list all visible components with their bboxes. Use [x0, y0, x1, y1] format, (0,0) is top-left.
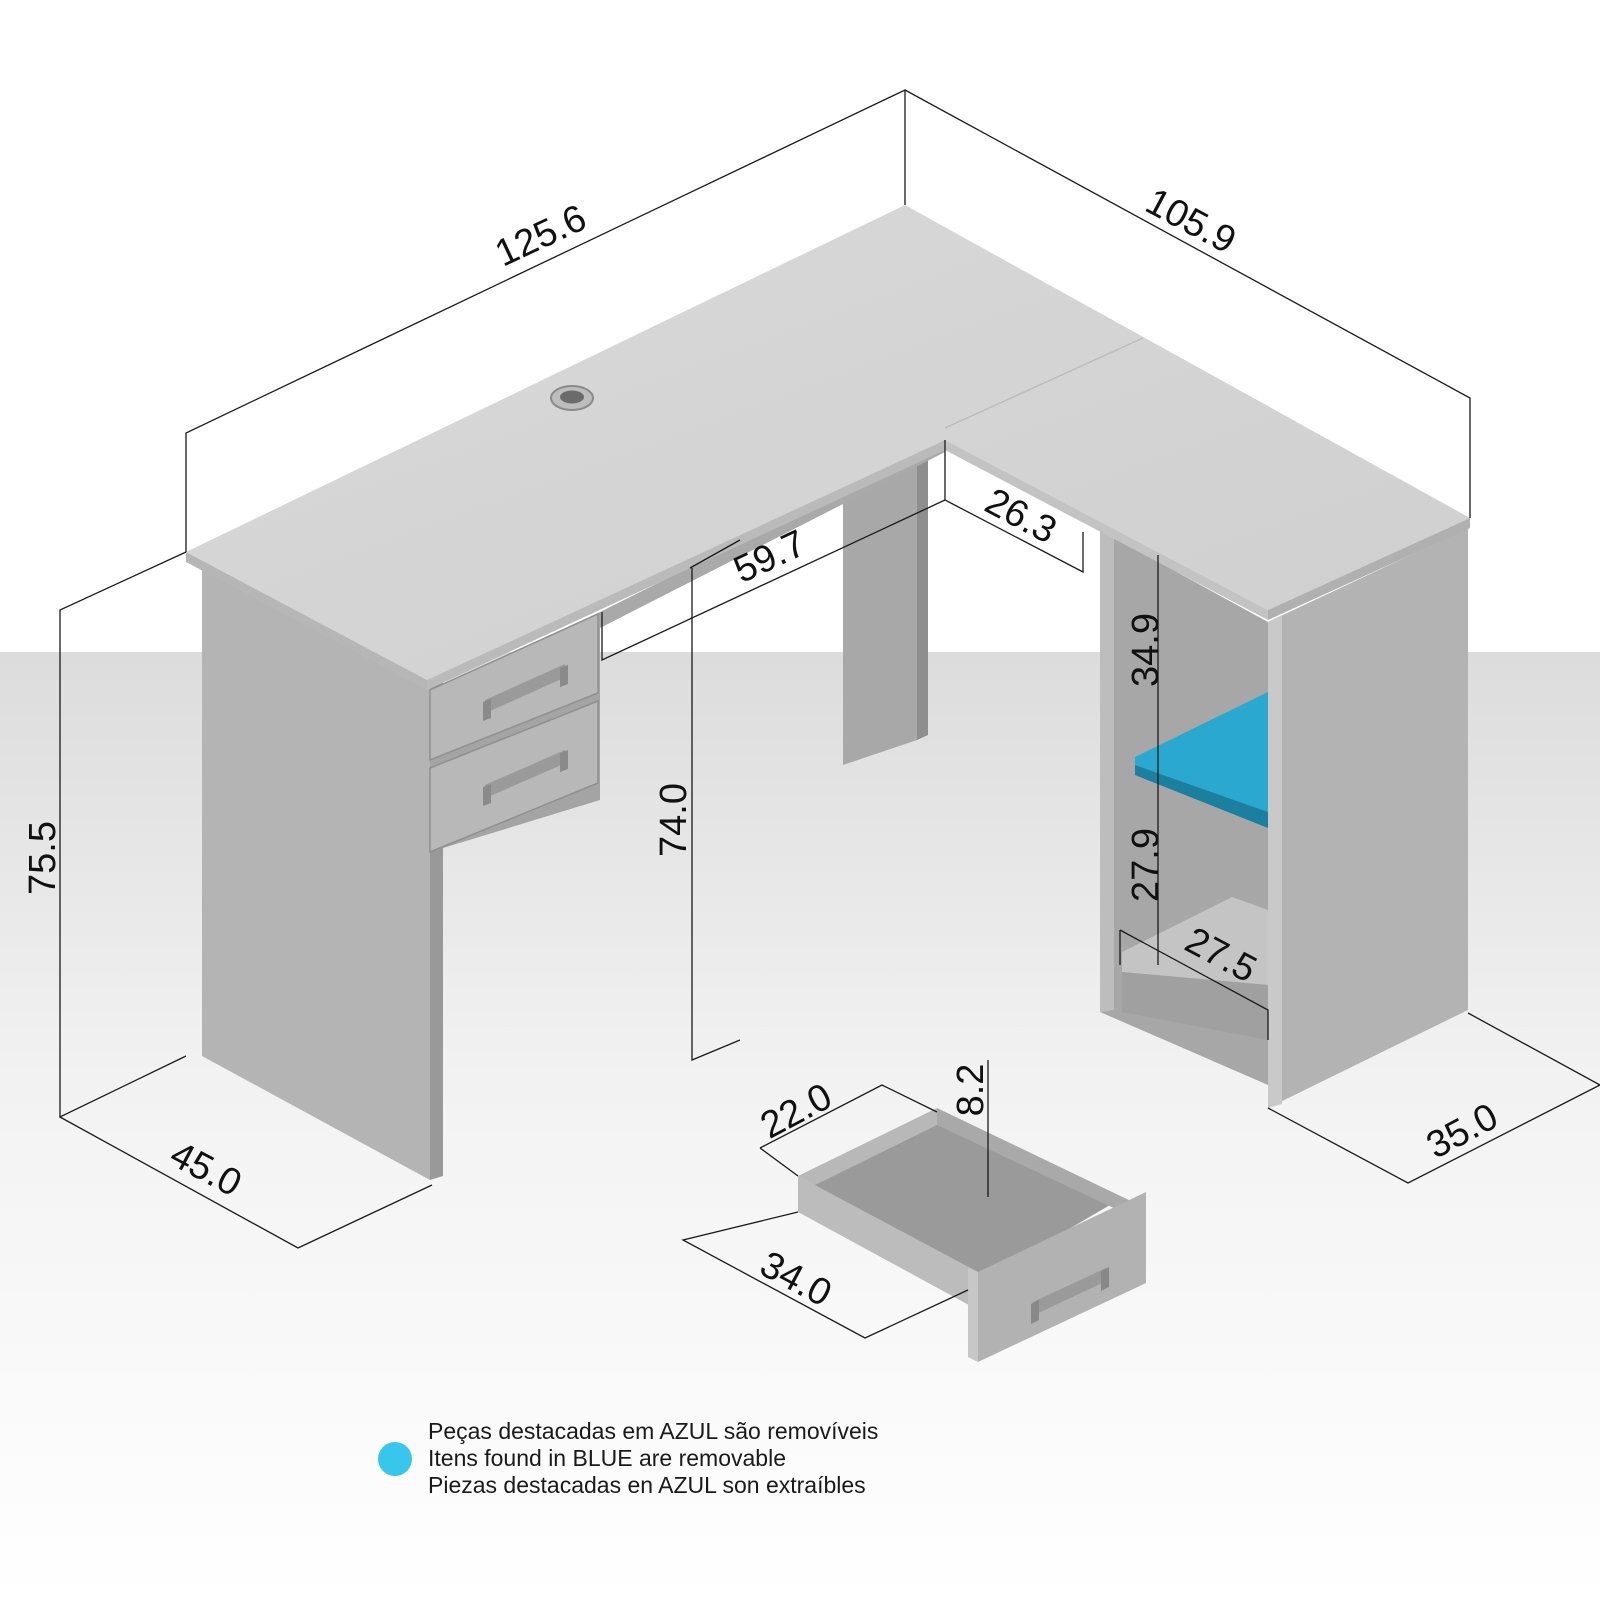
dim-line-105-9	[904, 89, 1471, 518]
legend-text: Peças destacadas em AZUL são removíveis …	[428, 1418, 878, 1499]
cable-grommet-icon	[550, 385, 594, 411]
right-cabinet-outer-side	[1268, 528, 1468, 1108]
back-leg	[843, 455, 917, 765]
exploded-drawer	[798, 1108, 1146, 1362]
legend-line-spanish: Piezas destacadas en AZUL son extraíbles	[428, 1472, 866, 1498]
desktop	[186, 205, 1470, 690]
removable-shelf-edge	[1135, 765, 1268, 828]
dim-label-75-5: 75.5	[22, 821, 64, 895]
dim-line-22-0	[759, 1084, 938, 1149]
drawer-front-panel	[978, 1192, 1146, 1362]
right-cabinet-front-panel	[1268, 615, 1282, 1108]
dim-line-45-0	[59, 1116, 433, 1249]
dim-label-105-9: 105.9	[1139, 181, 1243, 263]
cabinet-plinth	[1122, 972, 1268, 1040]
dim-label-74-0: 74.0	[653, 783, 695, 857]
dim-line-26-3	[944, 440, 1084, 574]
drawer-front-panel-side	[968, 1268, 978, 1362]
right-cabinet-left-panel	[1100, 530, 1114, 1012]
desktop-left-edge	[186, 552, 427, 690]
drawer-interior-floor	[805, 1112, 1110, 1282]
legend: Peças destacadas em AZUL são removíveis …	[378, 1418, 878, 1499]
dim-line-59-7-tick	[689, 539, 741, 569]
dim-line-27-5	[1119, 929, 1269, 1040]
desktop-return-edge	[945, 440, 1268, 620]
desktop-right-edge	[1268, 518, 1470, 620]
desktop-inner-edge	[427, 440, 945, 690]
left-pedestal-front	[202, 564, 430, 1180]
drawer-back-wall-right	[937, 1108, 1135, 1218]
dim-line-35-0-ext	[1467, 1012, 1600, 1086]
desktop-top	[186, 205, 1470, 680]
dim-label-8-2: 8.2	[950, 1064, 992, 1117]
drawer-handle-upper	[483, 664, 568, 721]
dim-label-27-9: 27.9	[1125, 828, 1167, 902]
desktop-seam	[944, 337, 1144, 429]
legend-line-portuguese: Peças destacadas em AZUL são removíveis	[428, 1418, 879, 1444]
removable-shelf-top	[1135, 692, 1268, 812]
dim-line-34-0	[681, 1211, 969, 1339]
back-leg-side	[917, 455, 928, 740]
blue-dot-icon	[378, 1441, 412, 1476]
dim-line-59-7	[601, 499, 946, 662]
dim-line-125-6	[185, 88, 906, 552]
dim-line-75-5	[59, 551, 187, 1119]
dimension-lines	[59, 88, 1600, 1339]
drawer-handle-lower	[483, 750, 568, 806]
dim-line-35-0	[1267, 1084, 1600, 1184]
dim-label-34-9: 34.9	[1125, 613, 1167, 687]
drawer-left-wall	[798, 1176, 978, 1310]
dim-line-22-0-ext	[759, 1147, 799, 1177]
legend-line-english: Itens found in BLUE are removable	[428, 1445, 786, 1471]
dim-line-74-0	[691, 568, 741, 1061]
drawer-back-wall-left	[798, 1108, 937, 1190]
exploded-drawer-handle	[1031, 1267, 1109, 1324]
